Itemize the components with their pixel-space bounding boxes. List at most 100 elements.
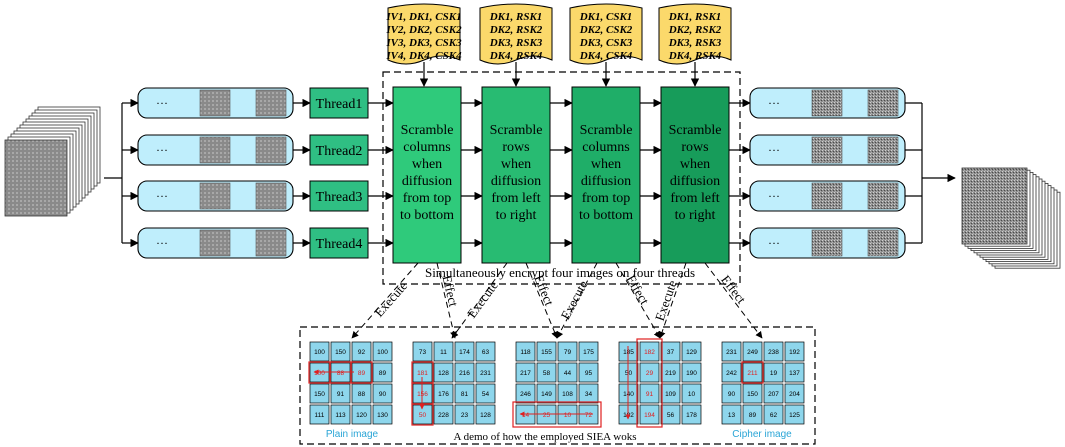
grid-cell-value: 10 [564,412,572,419]
grid-cell-value: 194 [644,412,655,419]
grid-cell [742,404,763,425]
key-tag-text: DK1, RSK1 [489,11,543,23]
grid-cell-value: 23 [461,412,469,419]
key-tag-text: DK4, RSK4 [489,50,543,62]
scramble-block-text: from left [491,191,540,206]
input-thumbnail [199,182,231,210]
grid-cell [742,362,763,383]
plain-image-layer [4,139,68,217]
grid-cell [557,383,578,404]
grid-cell-value: 231 [726,349,737,356]
dashed-link-arrow [451,262,508,339]
grid-cell [330,404,351,425]
row-thread-arrows [293,98,311,248]
scramble-block-text: diffusion [581,174,631,189]
grid-cell [412,341,433,362]
grid-cell-value: 72 [585,412,593,419]
grid-cell-value: 90 [379,391,387,398]
demo-red-arrows [313,346,631,420]
key-tag-text: IV3, DK3, CSK3 [385,37,462,49]
dashed-link-arrow [436,262,457,339]
grid-cell [742,383,763,404]
output-thumbnail [867,182,899,210]
grid-cell [515,341,536,362]
grid-cell-value: 231 [480,370,491,377]
grid-cell-value: 111 [315,412,325,419]
input-thumbnail [255,182,287,210]
scramble-block-text: from top [582,191,631,206]
input-row-ellipsis: ··· [156,236,168,250]
grid-cell-value: 249 [747,349,758,356]
grid-cell [454,341,475,362]
grid-cell-value: 73 [419,349,427,356]
grid-cell-value: 14 [522,412,530,419]
grid-cell [475,404,496,425]
grid-cell-value: 109 [665,391,676,398]
grid-cell-value: 150 [314,391,325,398]
grid-cell [454,362,475,383]
grid-cell [639,404,660,425]
grid-cell-value: 174 [459,349,470,356]
grid-cell-value: 90 [728,391,736,398]
grid-cell-value: 81 [461,391,469,398]
grid-cell-value: 149 [541,391,552,398]
dashed-link-arrow [615,262,661,339]
grid-cell-value: 150 [747,391,758,398]
grid-cell [660,362,681,383]
scramble-block-text: to bottom [400,208,454,223]
input-thumbnail [199,229,231,257]
key-tag-text: DK1, CSK1 [579,11,633,23]
grid-cell [351,383,372,404]
grid-cell-value: 181 [417,370,428,377]
grid-cell-value: 128 [480,412,491,419]
output-thumbnail [811,182,843,210]
grid-cell-value: 63 [482,349,490,356]
grid-cell [660,383,681,404]
scramble-block [571,86,641,264]
scramble-block [481,86,551,264]
grid-cell [681,362,702,383]
scramble-block-text: when [591,157,621,172]
grid-cell-value: 19 [770,370,778,377]
grid-cell-value: 217 [520,370,531,377]
grid-cell-value: 175 [583,349,594,356]
key-tag-text: DK3, RSK3 [668,37,722,49]
scramble-block-text: Scramble [490,123,543,138]
grid-cell [433,404,454,425]
grid-cell-value: 155 [541,349,552,356]
scramble-block-text: when [501,157,531,172]
grid-cell-value: 204 [789,391,800,398]
output-merge-lines [905,102,956,244]
grid-cell-value: 118 [520,349,531,356]
output-row-ellipsis: ··· [768,189,780,203]
grid-cell-value: 140 [623,391,634,398]
grid-cell-value: 207 [768,391,779,398]
grid-cell-value: 219 [665,370,676,377]
grid-cell [351,404,372,425]
grid-cell-value: 211 [747,370,758,377]
grid-cell [475,341,496,362]
dashed-link-arrow [704,262,763,339]
grid-cell [639,383,660,404]
input-image-rows: ············ [137,87,294,259]
grid-cell-value: 89 [358,370,366,377]
grid-cell [309,383,330,404]
grid-cell-value: 54 [482,391,490,398]
grid-cell [330,383,351,404]
grid-cell-value: 242 [726,370,737,377]
scramble-block-text: diffusion [402,174,452,189]
grid-cell-value: 50 [419,412,427,419]
grid-cell [763,362,784,383]
scramble-block-text: Scramble [401,123,454,138]
simultaneous-label: Simultaneously encrypt four images on fo… [425,265,695,280]
input-split-lines [104,98,139,248]
key-tag [658,3,732,65]
grid-cell [372,362,393,383]
grid-cell-value: 150 [335,349,346,356]
grid-cell-value: 228 [438,412,449,419]
grid-cell-value: 92 [358,349,366,356]
grid-cell [454,383,475,404]
grid-cell [309,341,330,362]
